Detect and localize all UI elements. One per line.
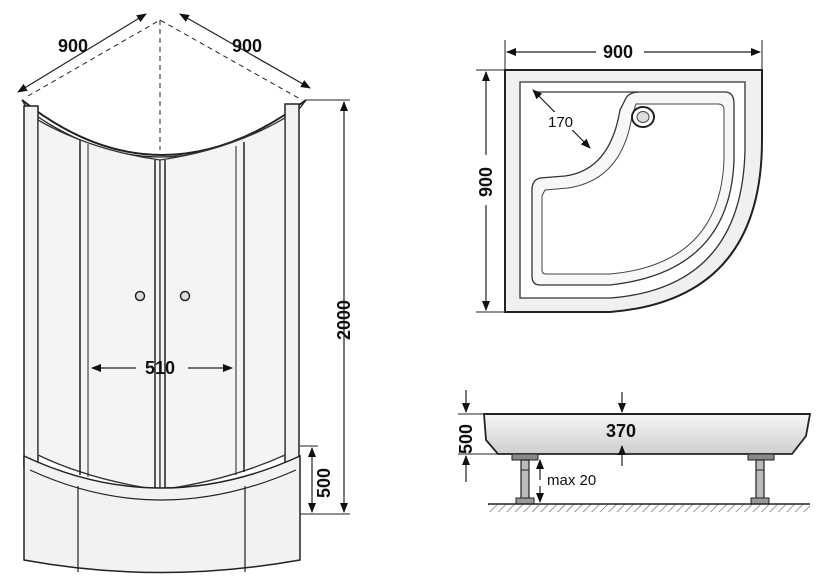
tray-foot-plate-left xyxy=(511,453,539,461)
dim-cabin-width-right-line xyxy=(179,13,311,89)
dim-tray-radius-text: 170 xyxy=(548,114,573,131)
cabin-tray-base xyxy=(23,454,301,574)
cabin-right-frame xyxy=(284,103,300,465)
dim-inner-depth-text: 370 xyxy=(606,421,636,441)
cabin-left-frame xyxy=(23,105,39,467)
cabin-roof-curve xyxy=(21,99,307,156)
dim-cabin-width-right-text: 900 xyxy=(232,36,262,56)
tray-side-view: 500 370 max 20 xyxy=(456,390,812,512)
door-handle-right-icon xyxy=(179,290,191,302)
dim-leg-clearance-text: max 20 xyxy=(547,472,596,489)
tray-foot-plate-right xyxy=(747,453,775,461)
dim-cabin-width-left-text: 900 xyxy=(58,36,88,56)
dim-cabin-height-text: 2000 xyxy=(334,300,354,340)
cabin-left-glass xyxy=(37,118,161,491)
door-handle-left-icon xyxy=(134,290,146,302)
tray-leg-right xyxy=(755,459,765,503)
dim-tray-depth-text: 900 xyxy=(476,167,496,197)
dim-cabin-tray-height-text: 500 xyxy=(314,468,334,498)
dim-door-opening-text: 510 xyxy=(145,358,175,378)
tray-side-body xyxy=(483,413,812,455)
tray-leg-left xyxy=(520,459,530,503)
dim-side-height-text: 500 xyxy=(456,424,476,454)
floor-hatch xyxy=(488,504,810,512)
cabin-right-glass xyxy=(159,116,286,491)
cabin-front-view: 900 900 2000 500 510 xyxy=(17,13,354,574)
dim-cabin-width-left-line xyxy=(17,13,147,93)
dim-tray-width-text: 900 xyxy=(603,42,633,62)
tray-plan-view: 900 900 170 xyxy=(476,40,763,313)
